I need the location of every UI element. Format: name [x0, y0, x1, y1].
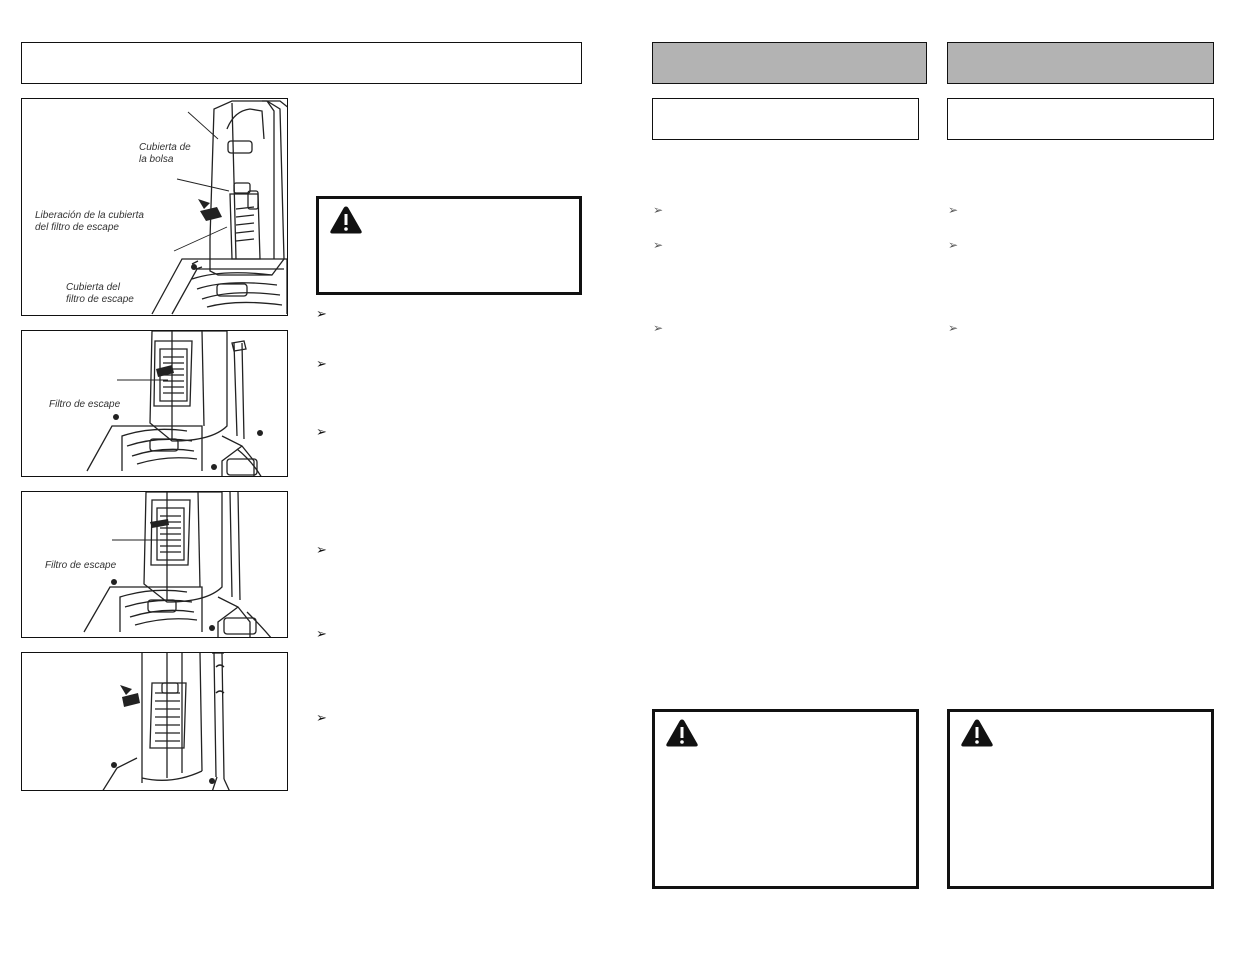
bullet-arrow: ➢ [653, 238, 664, 252]
subheader-box-column-1 [652, 98, 919, 140]
bag-cover-label: Cubierta de la bolsa [139, 142, 191, 165]
figure-exhaust-filter-removal: Filtro de escape [21, 330, 288, 477]
bullet-arrow: ➢ [948, 203, 959, 217]
filter-cover-release-label: Liberación de la cubierta del filtro de … [35, 210, 144, 233]
warning-box-column-1 [652, 709, 919, 889]
exhaust-filter-label-fig2: Filtro de escape [49, 399, 121, 410]
bullet-arrow: ➢ [316, 425, 327, 440]
warning-triangle-icon [666, 719, 698, 747]
figure-close-filter-cover [21, 652, 288, 791]
figure-exhaust-filter-install: Filtro de escape [21, 491, 288, 638]
bullet-arrow: ➢ [316, 307, 327, 322]
warning-triangle-icon [961, 719, 993, 747]
warning-box-column-2 [947, 709, 1214, 889]
bullet-arrow: ➢ [316, 543, 327, 558]
exhaust-filter-label-fig3: Filtro de escape [45, 560, 117, 571]
vacuum-illustration-4 [102, 653, 230, 790]
subheader-box-column-2 [947, 98, 1214, 140]
warning-box-left-page [316, 196, 582, 295]
warning-triangle-icon [330, 206, 362, 234]
section-header-column-2 [947, 42, 1214, 84]
bullet-arrow: ➢ [316, 357, 327, 372]
vacuum-illustration-2 [86, 331, 263, 476]
figure-bag-cover: Cubierta de la bolsa Liberación de la cu… [21, 98, 288, 316]
bullet-arrow: ➢ [653, 321, 664, 335]
filter-cover-label: Cubierta del filtro de escape [66, 282, 134, 305]
bullet-arrow: ➢ [948, 238, 959, 252]
bullet-arrow: ➢ [653, 203, 664, 217]
vacuum-illustration-1 [151, 100, 287, 315]
section-header-column-1 [652, 42, 927, 84]
bullet-arrow: ➢ [316, 627, 327, 642]
bullet-arrow: ➢ [948, 321, 959, 335]
left-page-header-box [21, 42, 582, 84]
vacuum-illustration-3 [83, 492, 272, 637]
bullet-arrow: ➢ [316, 711, 327, 726]
